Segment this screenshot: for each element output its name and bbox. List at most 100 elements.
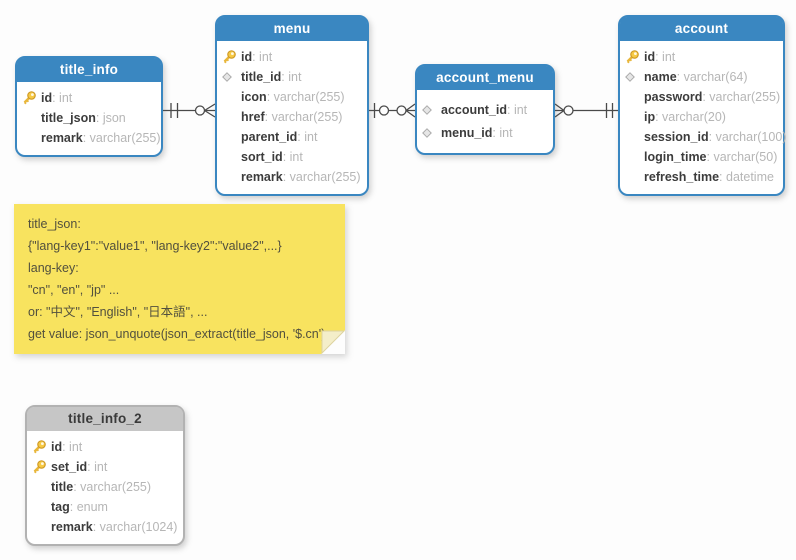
column-name: account_id [441, 102, 507, 117]
column-type: : json [95, 111, 126, 125]
column-name: title_id [241, 70, 282, 84]
table-menu[interactable]: menu id : int title_id : int icon : varc… [215, 15, 369, 196]
table-row[interactable]: set_id : int [32, 457, 176, 477]
column-type: : varchar(255) [266, 90, 345, 104]
table-row[interactable]: ip : varchar(20) [625, 107, 776, 127]
note-line: "cn", "en", "jp" ... [28, 283, 120, 297]
table-title[interactable]: title_info [17, 58, 161, 84]
table-row[interactable]: refresh_time : datetime [625, 167, 776, 187]
column-name: id [241, 50, 253, 64]
note-folded-corner-icon [321, 330, 345, 354]
column-name: remark [41, 131, 83, 145]
column-type: : int [281, 70, 302, 84]
diamond-icon [422, 127, 441, 138]
table-row[interactable]: menu_id : int [422, 121, 546, 144]
note-line: {"lang-key1":"value1", "lang-key2":"valu… [28, 239, 282, 253]
column-name: parent_id [241, 130, 298, 144]
table-title_info[interactable]: title_info id : int title_json : json re… [15, 56, 163, 157]
table-row[interactable]: id : int [22, 88, 154, 108]
column-name: session_id [644, 130, 709, 144]
table-row[interactable]: tag : enum [32, 497, 176, 517]
table-title[interactable]: menu [217, 17, 367, 43]
column-type: : datetime [719, 170, 774, 184]
table-title[interactable]: title_info_2 [27, 407, 183, 433]
table-title[interactable]: account [620, 17, 783, 43]
table-row[interactable]: sort_id : int [222, 147, 360, 167]
relationship-account_menu-account[interactable] [554, 103, 618, 118]
table-row[interactable]: password : varchar(255) [625, 87, 780, 107]
column-type: : int [62, 440, 83, 454]
column-name: title_json [41, 111, 96, 125]
table-row[interactable]: icon : varchar(255) [222, 87, 360, 107]
column-name: remark [241, 170, 283, 184]
table-account_menu[interactable]: account_menu account_id : int menu_id : … [415, 64, 555, 155]
column-name: remark [51, 520, 93, 534]
column-type: : varchar(20) [655, 110, 726, 124]
table-row[interactable]: login_time : varchar(50) [625, 147, 778, 167]
table-row[interactable]: title_id : int [222, 67, 360, 87]
note-line: title_json: [28, 217, 81, 231]
table-row[interactable]: parent_id : int [222, 127, 360, 147]
column-type: : int [52, 91, 73, 105]
column-name: href [241, 110, 265, 124]
column-type: : int [282, 150, 303, 164]
column-name: ip [644, 110, 656, 124]
key-icon [32, 460, 51, 474]
table-title_info_2[interactable]: title_info_2 id : int set_id : int title… [25, 405, 185, 546]
column-type: : varchar(100) [708, 130, 787, 144]
column-type: : int [252, 50, 273, 64]
column-type: : int [87, 460, 108, 474]
diamond-icon [625, 72, 644, 82]
table-row[interactable]: id : int [32, 437, 176, 457]
diamond-icon [222, 72, 241, 82]
table-row[interactable]: session_id : varchar(100) [625, 127, 786, 147]
column-type: : varchar(1024) [92, 520, 178, 534]
column-type: : varchar(255) [82, 131, 161, 145]
column-name: icon [241, 90, 267, 104]
column-name: menu_id [441, 125, 493, 140]
table-row[interactable]: remark : varchar(1024) [32, 517, 178, 537]
column-name: id [41, 91, 53, 105]
table-row[interactable]: id : int [222, 47, 360, 67]
column-name: set_id [51, 460, 88, 474]
table-row[interactable]: title : varchar(255) [32, 477, 176, 497]
sticky-note[interactable]: title_json: {"lang-key1":"value1", "lang… [14, 204, 345, 354]
column-name: id [644, 50, 656, 64]
table-title[interactable]: account_menu [417, 66, 553, 92]
column-name: title [51, 480, 74, 494]
relationship-title_info-menu[interactable] [163, 103, 216, 118]
table-row[interactable]: account_id : int [422, 98, 546, 121]
column-type: : int [492, 125, 513, 140]
table-row[interactable]: title_json : json [22, 108, 154, 128]
column-type: : varchar(255) [702, 90, 781, 104]
table-row[interactable]: remark : varchar(255) [22, 128, 161, 148]
column-type: : varchar(64) [676, 70, 748, 84]
table-account[interactable]: account id : int name : varchar(64) pass… [618, 15, 786, 196]
column-type: : int [507, 102, 528, 117]
note-line: get value: json_unquote(json_extract(tit… [28, 327, 326, 341]
column-name: tag [51, 500, 70, 514]
column-name: id [51, 440, 63, 454]
table-row[interactable]: name : varchar(64) [625, 67, 776, 87]
key-icon [22, 91, 41, 105]
relationship-menu-account_menu[interactable] [369, 103, 416, 118]
key-icon [625, 50, 644, 64]
diamond-icon [422, 104, 441, 115]
column-type: : varchar(50) [706, 150, 778, 164]
column-name: name [644, 70, 677, 84]
table-row[interactable]: href : varchar(255) [222, 107, 360, 127]
column-name: password [644, 90, 703, 104]
column-type: : enum [69, 500, 108, 514]
column-name: refresh_time [644, 170, 720, 184]
column-name: login_time [644, 150, 707, 164]
column-type: : varchar(255) [282, 170, 361, 184]
key-icon [32, 440, 51, 454]
table-row[interactable]: id : int [625, 47, 776, 67]
key-icon [222, 50, 241, 64]
column-type: : int [655, 50, 676, 64]
column-name: sort_id [241, 150, 283, 164]
note-line: lang-key: [28, 261, 79, 275]
table-row[interactable]: remark : varchar(255) [222, 167, 361, 187]
